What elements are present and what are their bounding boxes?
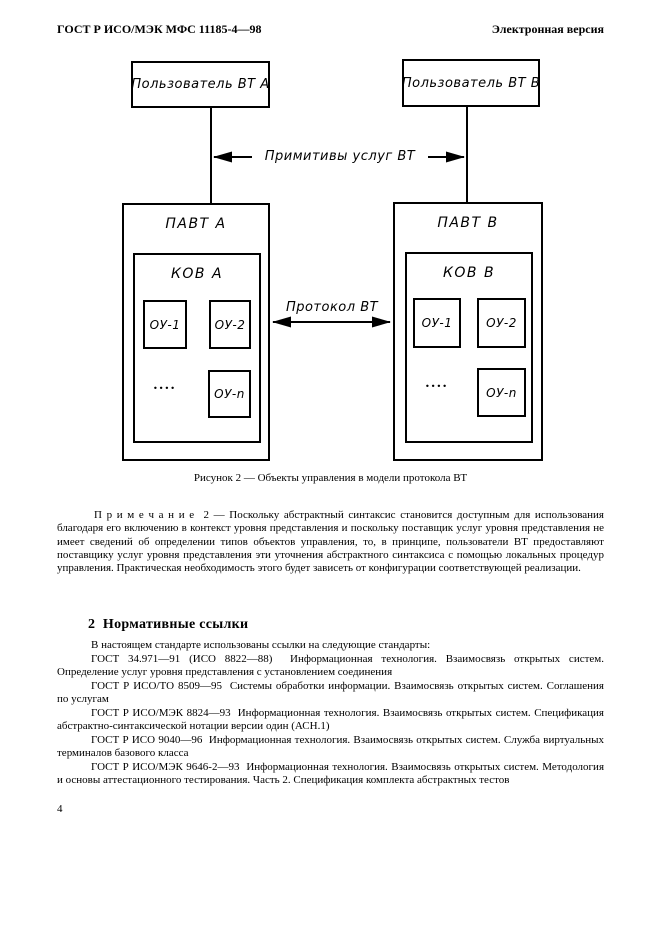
ellipsis-dots-a: ....: [153, 377, 177, 393]
diagram-connectors: [210, 107, 468, 328]
ou-2-label-a: ОУ-2: [214, 317, 246, 332]
ou-2-box-b: ОУ-2: [477, 298, 526, 348]
pavt-a-label: ПАВТ А: [165, 216, 227, 232]
protocol-arrow: [272, 316, 391, 328]
ellipsis-dots-b: ....: [425, 375, 449, 391]
pavt-b-label: ПАВТ В: [437, 215, 499, 231]
ou-n-box-a: ОУ-n: [208, 370, 251, 418]
kov-b-label: КОВ В: [442, 265, 496, 281]
vt-protocol-arrow-label: Протокол ВТ: [285, 300, 379, 315]
vt-user-a-box: Пользователь ВТ А: [131, 61, 270, 108]
reference-item: ГОСТ 34.971—91 (ИСО 8822—88) Информацион…: [57, 652, 604, 679]
section-heading: 2 Нормативные ссылки: [88, 617, 249, 632]
page-number: 4: [57, 803, 63, 815]
ou-1-label-b: ОУ-1: [421, 316, 453, 330]
pavt-a-box: ПАВТ А КОВ А ОУ-1 ОУ-2 .... ОУ-n: [122, 203, 270, 461]
reference-item: ГОСТ Р ИСО/МЭК 8824—93 Информационная те…: [57, 706, 604, 733]
vt-user-b-box: Пользователь ВТ В: [402, 59, 540, 107]
header-standard-number: ГОСТ Р ИСО/МЭК МФС 11185-4—98: [57, 22, 262, 36]
reference-item: ГОСТ Р ИСО/ТО 8509—95 Системы обработки …: [57, 679, 604, 706]
ou-n-label-b: ОУ-n: [486, 385, 517, 400]
figure-caption: Рисунок 2 — Объекты управления в модели …: [193, 472, 468, 484]
kov-a-label: КОВ А: [170, 266, 224, 282]
reference-item: ГОСТ Р ИСО/МЭК 9646-2—93 Информационная …: [57, 760, 604, 787]
pavt-b-box: ПАВТ В КОВ В ОУ-1 ОУ-2 .... ОУ-n: [393, 202, 543, 461]
kov-a-box: КОВ А ОУ-1 ОУ-2 .... ОУ-n: [133, 253, 261, 443]
vt-user-a-label: Пользователь ВТ А: [131, 77, 270, 92]
header-edition-label: Электронная версия: [491, 22, 604, 36]
kov-b-box: КОВ В ОУ-1 ОУ-2 .... ОУ-n: [405, 252, 533, 443]
ou-2-box-a: ОУ-2: [209, 300, 251, 349]
references-intro: В настоящем стандарте использованы ссылк…: [91, 639, 431, 651]
note-2-paragraph: П р и м е ч а н и е 2 — Поскольку абстра…: [57, 509, 604, 575]
ou-1-box-b: ОУ-1: [413, 298, 461, 348]
ou-1-label-a: ОУ-1: [149, 317, 181, 332]
ou-n-box-b: ОУ-n: [477, 368, 526, 417]
normative-references: В настоящем стандарте использованы ссылк…: [57, 639, 604, 788]
service-primitives-arrow-label: Примитивы услуг ВТ: [252, 147, 428, 167]
ou-1-box-a: ОУ-1: [143, 300, 187, 349]
ou-2-label-b: ОУ-2: [486, 316, 517, 330]
vt-user-b-label: Пользователь ВТ В: [401, 75, 541, 91]
ou-n-label-a: ОУ-n: [214, 387, 245, 401]
reference-item: ГОСТ Р ИСО 9040—96 Информационная технол…: [57, 733, 604, 760]
